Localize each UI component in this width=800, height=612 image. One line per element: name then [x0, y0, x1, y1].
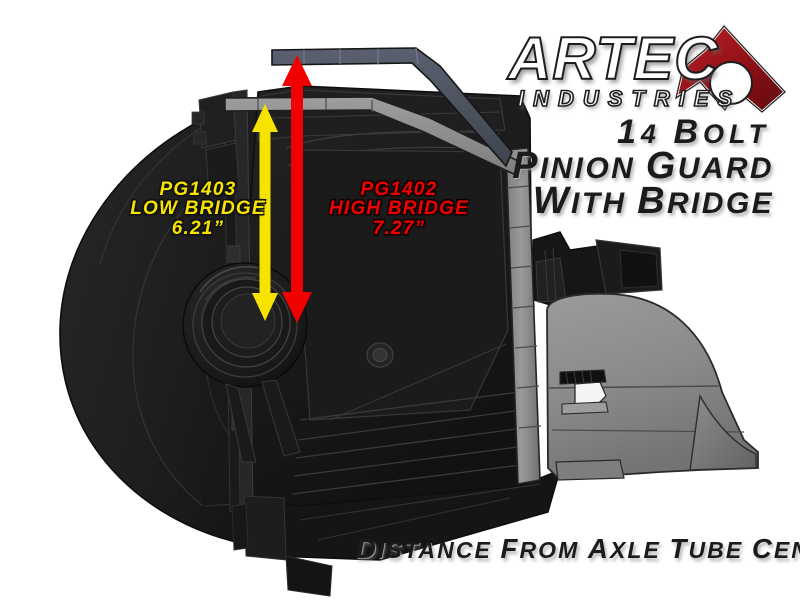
- product-title-line-2: PINION GUARD: [512, 145, 774, 187]
- housing-right-bracket: [532, 231, 663, 309]
- product-title-line-3: WITH BRIDGE: [532, 180, 774, 222]
- logo-arrow-mark: [673, 23, 788, 114]
- high-bridge-value: 7.27”: [372, 217, 426, 239]
- low-bridge-name: LOW BRIDGE: [130, 198, 266, 220]
- low-bridge-value: 6.21”: [171, 217, 225, 239]
- low-bridge-part-number: PG1403: [159, 179, 237, 200]
- high-bridge-arrow: [282, 55, 312, 323]
- product-title-line-1: 14 BOLT: [616, 113, 770, 151]
- logo-wordmark: ARTEC: [507, 24, 719, 93]
- axle-housing: [191, 85, 562, 597]
- logo-subtitle: INDUSTRIES: [517, 85, 742, 112]
- artec-industries-logo: ARTEC INDUSTRIES: [500, 20, 790, 116]
- high-bridge-part-number: PG1402: [360, 179, 438, 200]
- high-bridge-label: PG1402 HIGH BRIDGE 7.27”: [325, 179, 473, 239]
- low-bridge-label: PG1403 LOW BRIDGE 6.21”: [128, 179, 268, 239]
- pinion-guard: [546, 292, 759, 481]
- bridge-mount-post: [505, 147, 542, 485]
- diagram-caption: DISTANCE FROM AXLE TUBE CENTER: [356, 533, 800, 564]
- high-bridge-name: HIGH BRIDGE: [329, 198, 469, 220]
- low-bridge-arrow: [252, 104, 278, 321]
